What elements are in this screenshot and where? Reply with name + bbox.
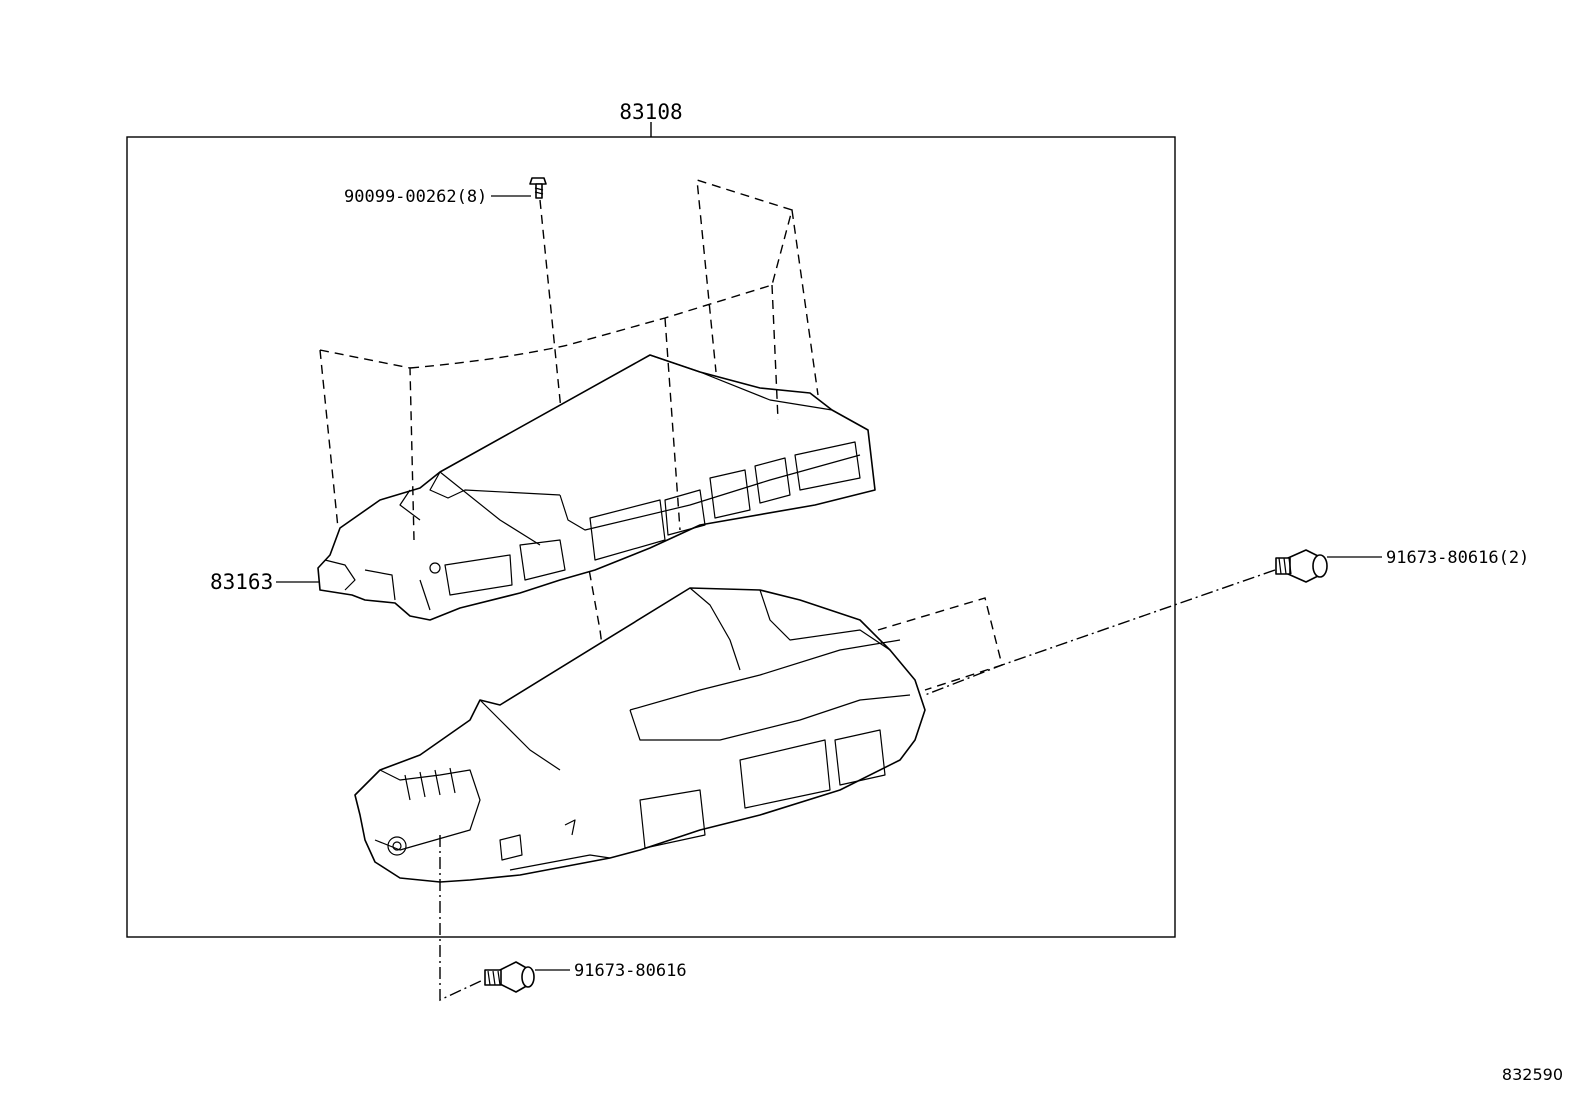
upper-cover xyxy=(317,354,876,621)
lower-housing xyxy=(354,587,926,883)
label-90099-00262[interactable]: 90099-00262(8) xyxy=(344,187,487,207)
screw-right-icon[interactable] xyxy=(1275,549,1328,583)
screw-top-icon[interactable] xyxy=(529,177,547,199)
screw-right-axis xyxy=(924,569,1276,696)
screw-top-axis xyxy=(539,199,623,801)
label-83108[interactable]: 83108 xyxy=(619,100,682,124)
label-91673-80616-2[interactable]: 91673-80616(2) xyxy=(1386,548,1529,568)
reference-number: 832590 xyxy=(1502,1065,1563,1084)
label-91673-80616[interactable]: 91673-80616 xyxy=(574,961,687,981)
label-83163[interactable]: 83163 xyxy=(210,570,273,594)
screw-bottom-icon[interactable] xyxy=(484,961,535,993)
projection-outline xyxy=(319,179,819,541)
screw-bottom-axis xyxy=(439,835,484,1002)
